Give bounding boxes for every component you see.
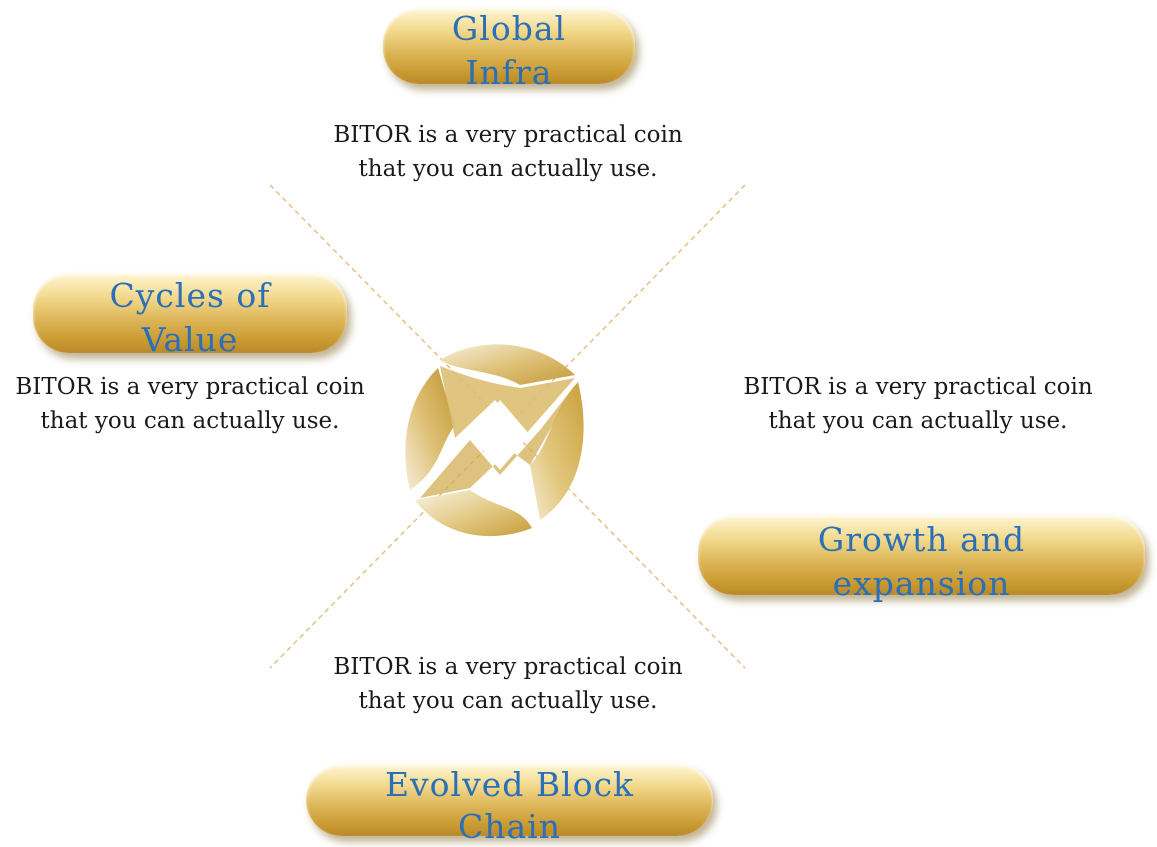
pill-global-infra-label-line2: Infra bbox=[465, 53, 553, 92]
bitor-logo-icon bbox=[405, 344, 584, 537]
logo-ribbon-upper bbox=[440, 366, 575, 438]
connector-line-top-right bbox=[269, 184, 746, 669]
pill-growth-and-expansion-label-line2: expansion bbox=[832, 564, 1011, 603]
logo-petal-right bbox=[530, 382, 584, 520]
logo-petal-bottom bbox=[415, 490, 532, 537]
pill-evolved-block-chain-label-line1: Evolved Block bbox=[384, 765, 635, 804]
description-growth-and-expansion: BITOR is a very practical coin that you … bbox=[743, 374, 1093, 434]
pill-cycles-of-value-label-line1: Cycles of bbox=[109, 276, 271, 315]
logo-ribbon-lower bbox=[420, 385, 575, 498]
pill-evolved-block-chain: Evolved Block Chain bbox=[306, 764, 713, 846]
pill-cycles-of-value-label-line2: Value bbox=[141, 320, 239, 359]
pill-global-infra: Global Infra bbox=[383, 8, 635, 92]
connector-line-top-left bbox=[269, 184, 746, 669]
logo-petal-top bbox=[440, 344, 575, 385]
pill-global-infra-label-line1: Global bbox=[451, 9, 567, 48]
description-evolved-block-chain: BITOR is a very practical coin that you … bbox=[333, 654, 683, 714]
logo-center-gap bbox=[470, 400, 530, 470]
pill-evolved-block-chain-label-line2: Chain bbox=[458, 807, 561, 846]
pill-growth-and-expansion: Growth and expansion bbox=[698, 515, 1145, 603]
description-cycles-of-value: BITOR is a very practical coin that you … bbox=[15, 374, 365, 434]
description-global-infra: BITOR is a very practical coin that you … bbox=[333, 122, 683, 182]
pill-growth-and-expansion-label-line1: Growth and bbox=[817, 520, 1026, 559]
logo-petal-left bbox=[405, 368, 455, 490]
pill-cycles-of-value: Cycles of Value bbox=[33, 273, 347, 359]
